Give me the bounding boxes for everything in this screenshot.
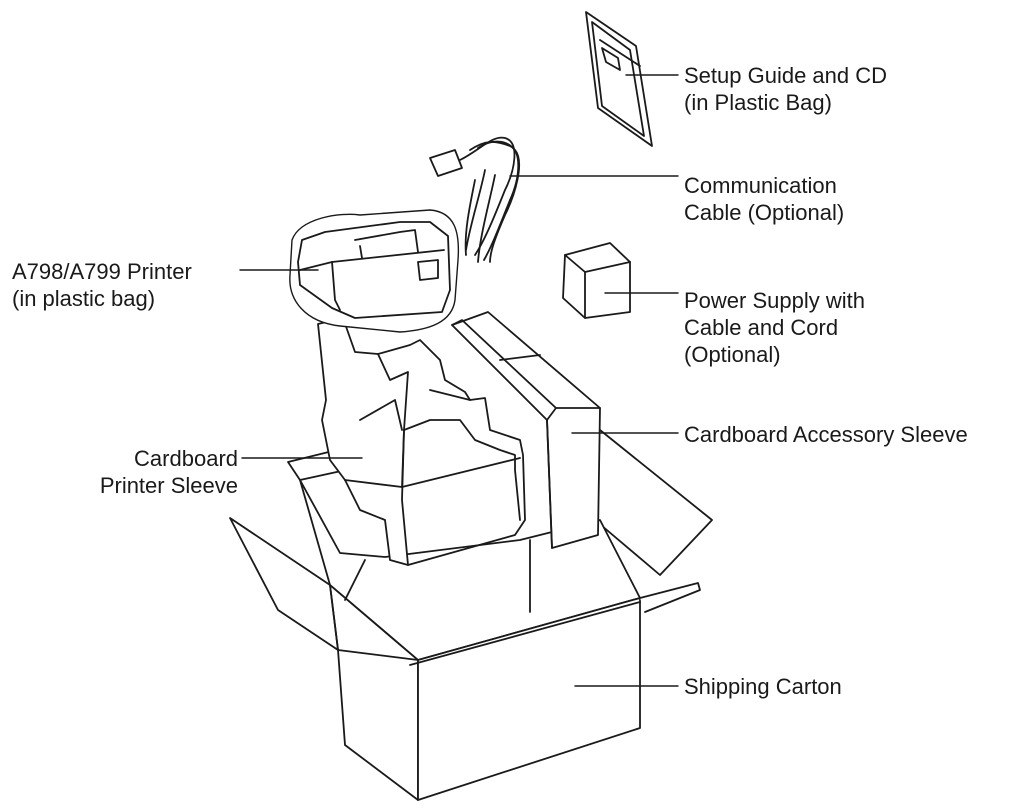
label-printer-line1: A798/A799 Printer: [12, 259, 192, 284]
label-shipping-carton: Shipping Carton: [684, 673, 842, 700]
label-printer-line2: (in plastic bag): [12, 286, 156, 311]
label-setup-guide-line1: Setup Guide and CD: [684, 63, 888, 88]
cardboard-accessory-sleeve: [451, 311, 601, 549]
label-printer-sleeve-line1: Cardboard: [134, 446, 238, 471]
label-printer-sleeve-line2: Printer Sleeve: [99, 473, 238, 498]
label-power-supply-line2: Cable and Cord: [684, 315, 839, 340]
label-power-supply-line1: Power Supply with: [684, 288, 865, 313]
label-accessory-sleeve: Cardboard Accessory Sleeve: [684, 421, 968, 448]
label-setup-guide: Setup Guide and CD (in Plastic Bag): [684, 62, 887, 116]
printer-in-bag: [289, 209, 460, 333]
power-supply-box: [562, 242, 631, 319]
leader-lines: [239, 74, 679, 687]
cardboard-printer-sleeve: [317, 317, 526, 566]
communication-cable: [429, 136, 520, 263]
label-comm-cable: Communication Cable (Optional): [684, 172, 844, 226]
label-comm-cable-line1: Communication: [684, 173, 837, 198]
label-accessory-sleeve-line1: Cardboard Accessory Sleeve: [684, 422, 968, 447]
shipping-carton: [229, 429, 713, 801]
label-setup-guide-line2: (in Plastic Bag): [684, 90, 832, 115]
setup-guide-bag: [585, 11, 653, 147]
label-power-supply-line3: (Optional): [684, 342, 781, 367]
label-printer: A798/A799 Printer (in plastic bag): [12, 258, 192, 312]
label-comm-cable-line2: Cable (Optional): [684, 200, 845, 225]
label-shipping-carton-line1: Shipping Carton: [684, 674, 842, 699]
label-power-supply: Power Supply with Cable and Cord (Option…: [684, 287, 865, 368]
label-printer-sleeve: Cardboard Printer Sleeve: [60, 445, 238, 499]
